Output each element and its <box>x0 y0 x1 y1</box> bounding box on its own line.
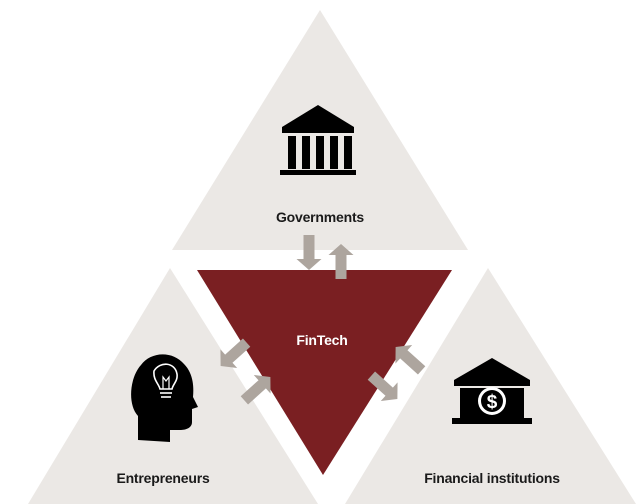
arrow-to-fintech-from-governments <box>296 235 322 270</box>
arrow-to-entrepreneurs-from-fintech <box>220 338 251 368</box>
arrow-to-fintech-from-entrepreneurs <box>240 375 271 405</box>
entrepreneurs-label: Entrepreneurs <box>116 470 210 486</box>
governments-label: Governments <box>275 209 365 225</box>
head-lightbulb-icon <box>131 354 198 442</box>
fintech-triangle <box>197 270 452 475</box>
fintech-label: FinTech <box>296 332 348 348</box>
government-building-icon <box>280 105 356 175</box>
arrow-to-governments-from-fintech <box>328 244 354 279</box>
financial-institutions-label: Financial institutions <box>424 470 560 486</box>
bank-dollar-icon: $ <box>452 358 532 424</box>
arrow-to-financial-institutions-from-fintech <box>367 371 398 401</box>
arrow-to-fintech-from-financial-institutions <box>395 345 426 375</box>
svg-text:$: $ <box>487 392 498 413</box>
